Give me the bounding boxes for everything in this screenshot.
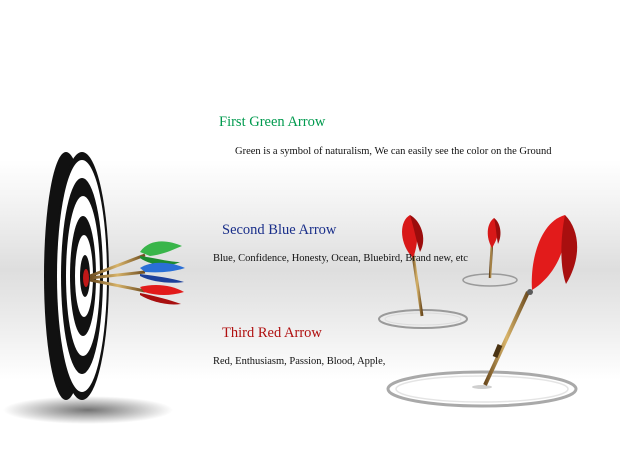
dartboard — [44, 152, 109, 400]
blue-dart-icon — [89, 262, 185, 283]
red-arrow-description: Red, Enthusiasm, Passion, Blood, Apple, — [213, 356, 386, 367]
standing-dart-small-icon — [378, 215, 468, 329]
green-arrow-heading: First Green Arrow — [219, 114, 326, 130]
board-shadow — [3, 396, 173, 424]
green-arrow-description: Green is a symbol of naturalism, We can … — [235, 146, 552, 157]
standing-dart-tiny-icon — [462, 218, 518, 287]
blue-arrow-description: Blue, Confidence, Honesty, Ocean, Bluebi… — [213, 253, 468, 264]
blue-arrow-heading: Second Blue Arrow — [222, 222, 337, 238]
green-dart-icon — [89, 241, 182, 278]
standing-dart-large-icon — [386, 215, 578, 408]
red-arrow-heading: Third Red Arrow — [222, 325, 322, 341]
red-dart-icon — [89, 278, 184, 305]
